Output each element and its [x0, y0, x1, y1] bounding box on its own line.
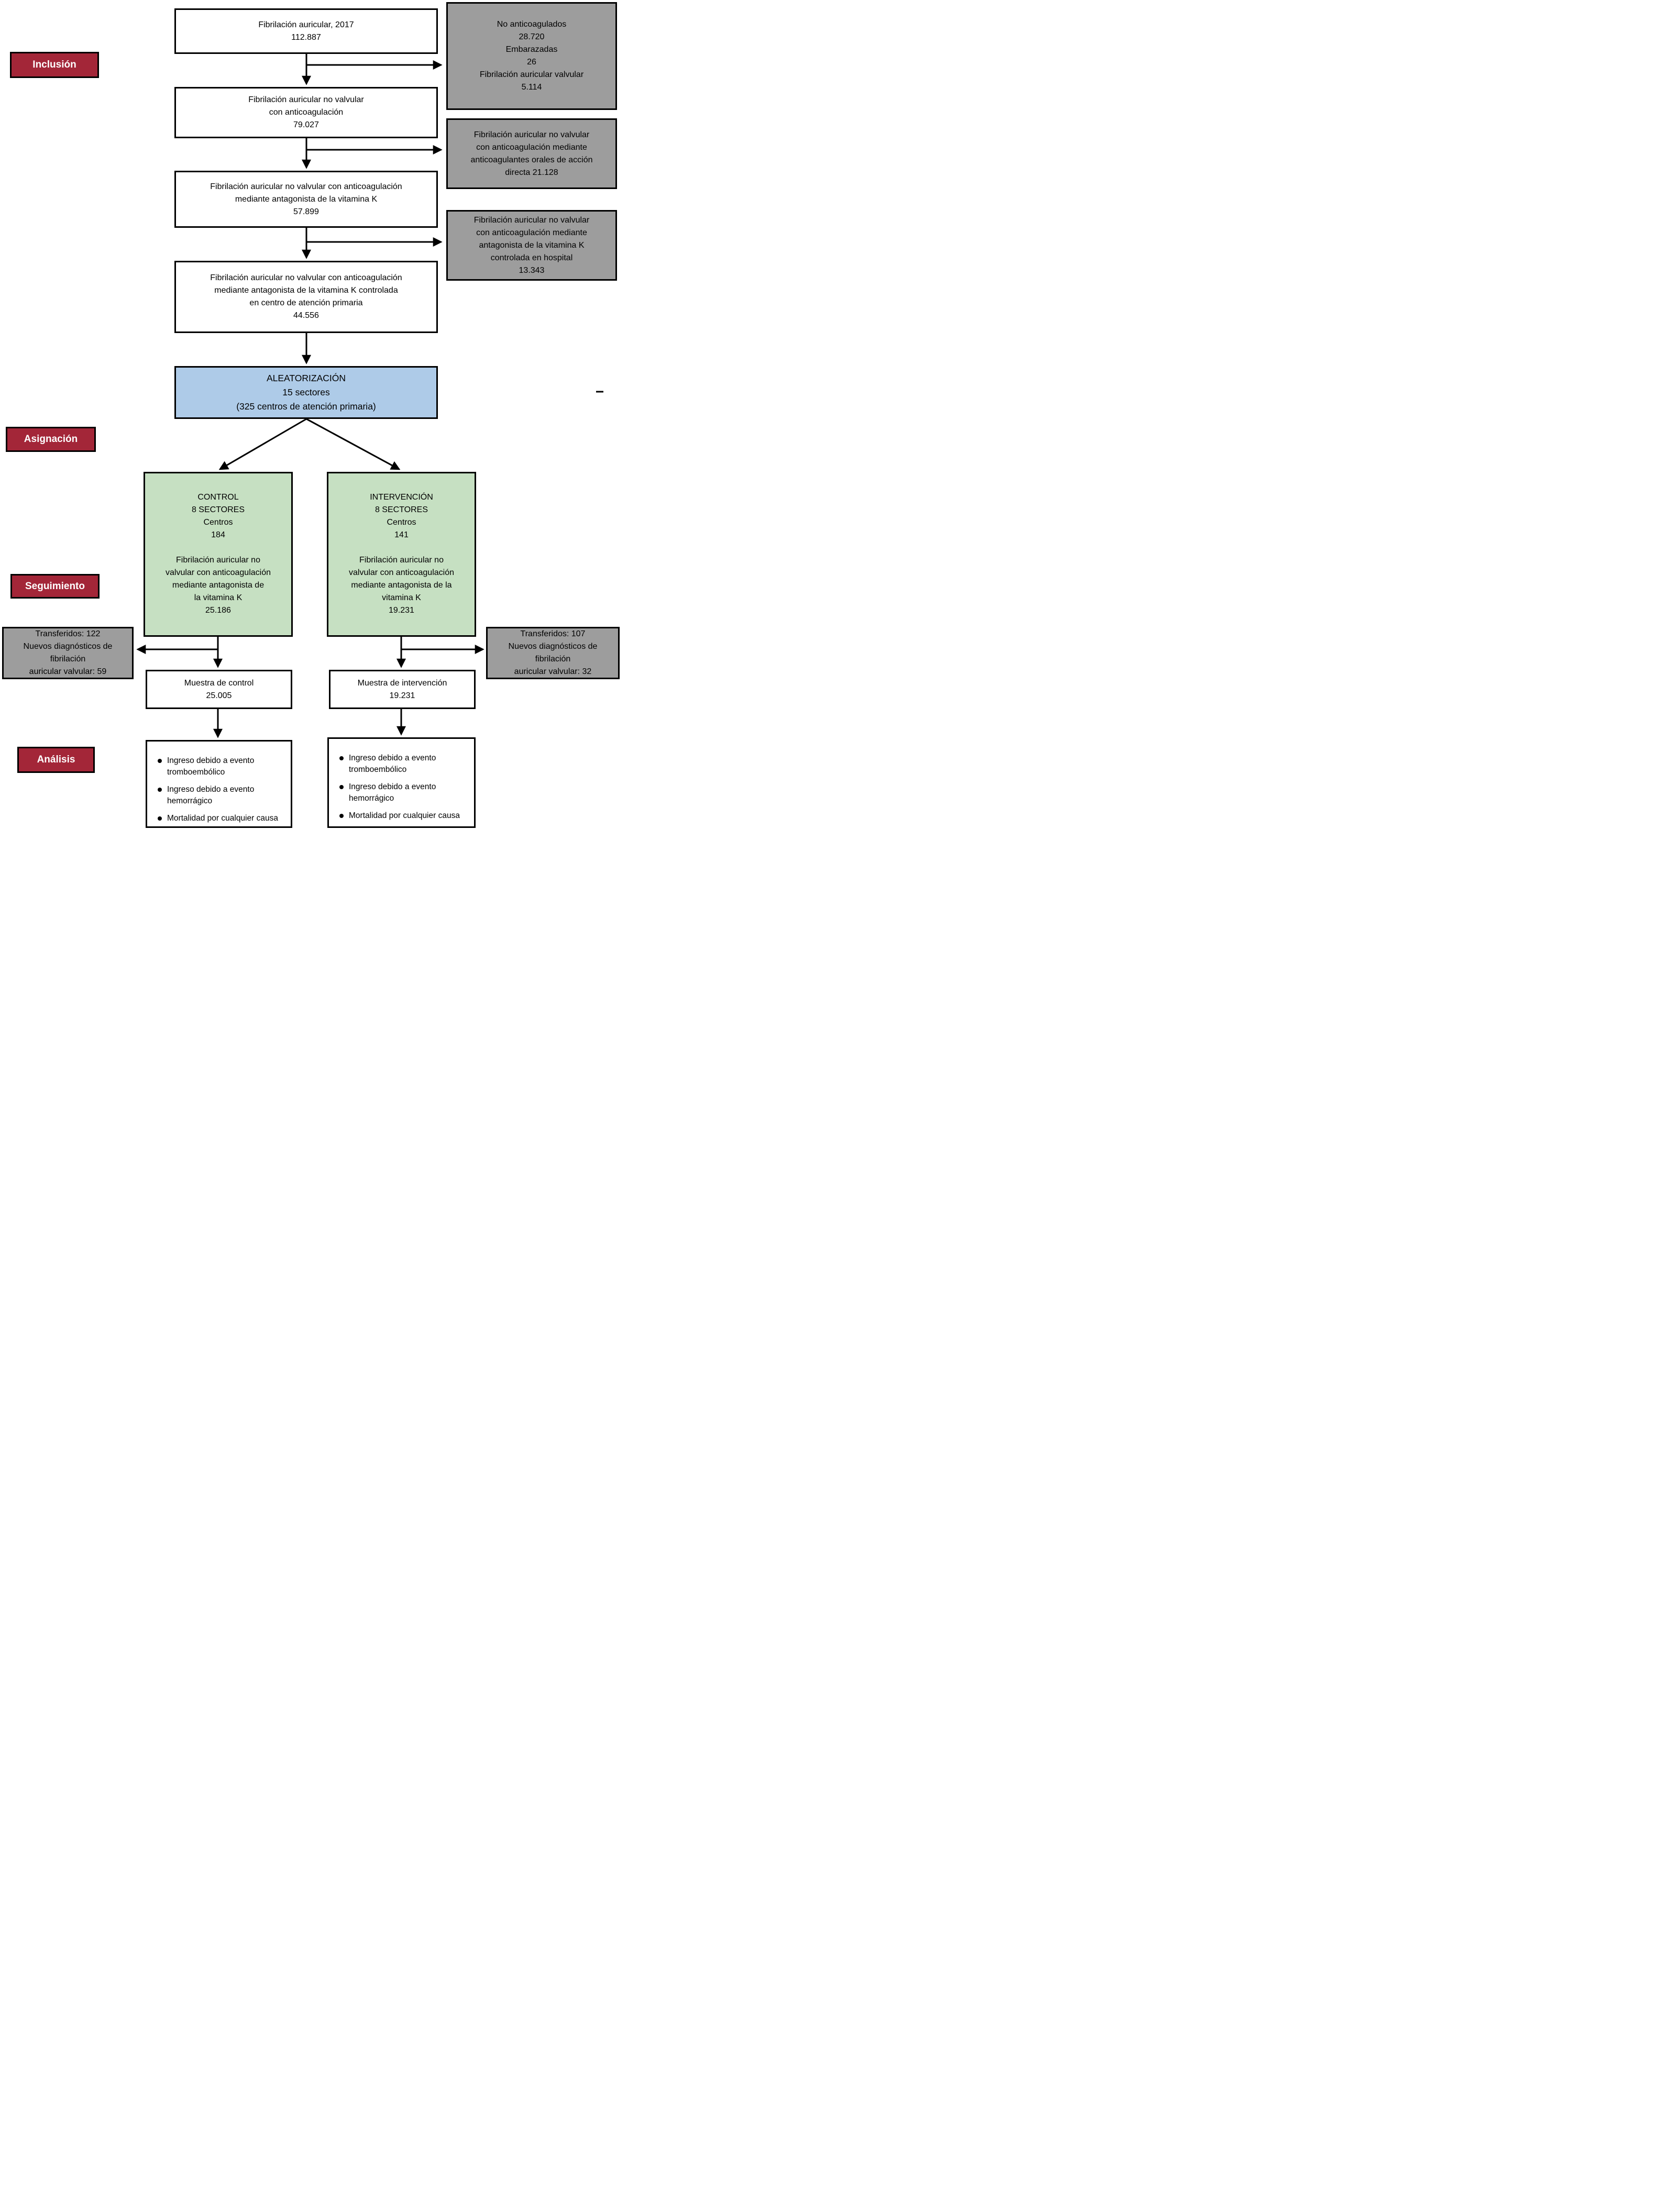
flow-box-cohort-2017: Fibrilación auricular, 2017 112.887: [174, 8, 438, 54]
intervention-arm-box: INTERVENCIÓN 8 SECTORES Centros 141 Fibr…: [327, 472, 476, 637]
exclusion-box-2-text: Fibrilación auricular no valvular con an…: [470, 130, 593, 177]
flow-box-nonvalvular-anticoagulated: Fibrilación auricular no valvular con an…: [174, 87, 438, 138]
randomization-box-text: ALEATORIZACIÓN 15 sectores (325 centros …: [236, 372, 376, 412]
outcome-item: Ingreso debido a evento tromboembólico: [336, 753, 469, 776]
exclusion-box-1: No anticoagulados 28.720 Embarazadas 26 …: [446, 2, 617, 110]
transfers-box-intervention: Transferidos: 107 Nuevos diagnósticos de…: [486, 627, 620, 679]
exclusion-box-2: Fibrilación auricular no valvular con an…: [446, 118, 617, 189]
stage-label-analysis-text: Análisis: [37, 754, 75, 765]
outcome-item: Mortalidad por cualquier causa: [155, 813, 285, 824]
transfers-box-control: Transferidos: 122 Nuevos diagnósticos de…: [2, 627, 134, 679]
outcome-item: Mortalidad por cualquier causa: [336, 810, 469, 822]
transfers-box-control-text: Transferidos: 122 Nuevos diagnósticos de…: [23, 629, 113, 676]
flow-box-nonvalvular-anticoagulated-text: Fibrilación auricular no valvular con an…: [248, 95, 364, 129]
outcome-item: Ingreso debido a evento hemorrágico: [336, 781, 469, 805]
sample-box-control: Muestra de control 25.005: [146, 670, 292, 709]
transfers-box-intervention-text: Transferidos: 107 Nuevos diagnósticos de…: [508, 629, 598, 676]
stage-label-inclusion-text: Inclusión: [32, 59, 76, 70]
stage-label-allocation-text: Asignación: [24, 434, 78, 445]
flow-box-vka-primary-care-text: Fibrilación auricular no valvular con an…: [210, 273, 402, 320]
stage-label-inclusion: Inclusión: [10, 52, 99, 78]
stage-label-allocation: Asignación: [6, 427, 96, 452]
intervention-arm-body: Fibrilación auricular no valvular con an…: [348, 556, 454, 615]
exclusion-box-3-text: Fibrilación auricular no valvular con an…: [473, 215, 590, 275]
sample-box-control-text: Muestra de control 25.005: [184, 678, 254, 700]
stage-label-analysis: Análisis: [17, 747, 95, 773]
intervention-arm-title: INTERVENCIÓN 8 SECTORES Centros 141: [370, 493, 433, 539]
flow-box-cohort-2017-text: Fibrilación auricular, 2017 112.887: [258, 20, 354, 42]
stage-label-followup-text: Seguimiento: [25, 580, 85, 592]
arrow-randomization-to-intervention: [306, 418, 401, 470]
outcome-item: Ingreso debido a evento hemorrágico: [155, 784, 285, 808]
stage-label-followup: Seguimiento: [10, 574, 100, 599]
randomization-box: ALEATORIZACIÓN 15 sectores (325 centros …: [174, 366, 438, 419]
outcome-item: Ingreso debido a evento tromboembólico: [155, 755, 285, 779]
outcomes-list-control: Ingreso debido a evento tromboembólico I…: [155, 755, 285, 824]
arrow-randomization-to-control: [218, 418, 307, 470]
sample-box-intervention: Muestra de intervención 19.231: [329, 670, 476, 709]
flow-box-vka-primary-care: Fibrilación auricular no valvular con an…: [174, 261, 438, 333]
control-arm-body: Fibrilación auricular no valvular con an…: [165, 556, 271, 615]
outcomes-box-control: Ingreso debido a evento tromboembólico I…: [146, 740, 292, 828]
sample-box-intervention-text: Muestra de intervención 19.231: [357, 678, 447, 700]
outcomes-list-intervention: Ingreso debido a evento tromboembólico I…: [336, 753, 469, 822]
exclusion-box-1-text: No anticoagulados 28.720 Embarazadas 26 …: [479, 20, 584, 92]
flow-box-vka: Fibrilación auricular no valvular con an…: [174, 171, 438, 228]
flow-diagram: Inclusión Asignación Seguimiento Análisi…: [0, 0, 623, 830]
exclusion-box-3: Fibrilación auricular no valvular con an…: [446, 210, 617, 281]
arrow-layer: [136, 54, 603, 738]
control-arm-title: CONTROL 8 SECTORES Centros 184: [191, 493, 245, 539]
outcomes-box-intervention: Ingreso debido a evento tromboembólico I…: [327, 737, 476, 828]
flow-box-vka-text: Fibrilación auricular no valvular con an…: [210, 182, 402, 216]
control-arm-box: CONTROL 8 SECTORES Centros 184 Fibrilaci…: [144, 472, 293, 637]
